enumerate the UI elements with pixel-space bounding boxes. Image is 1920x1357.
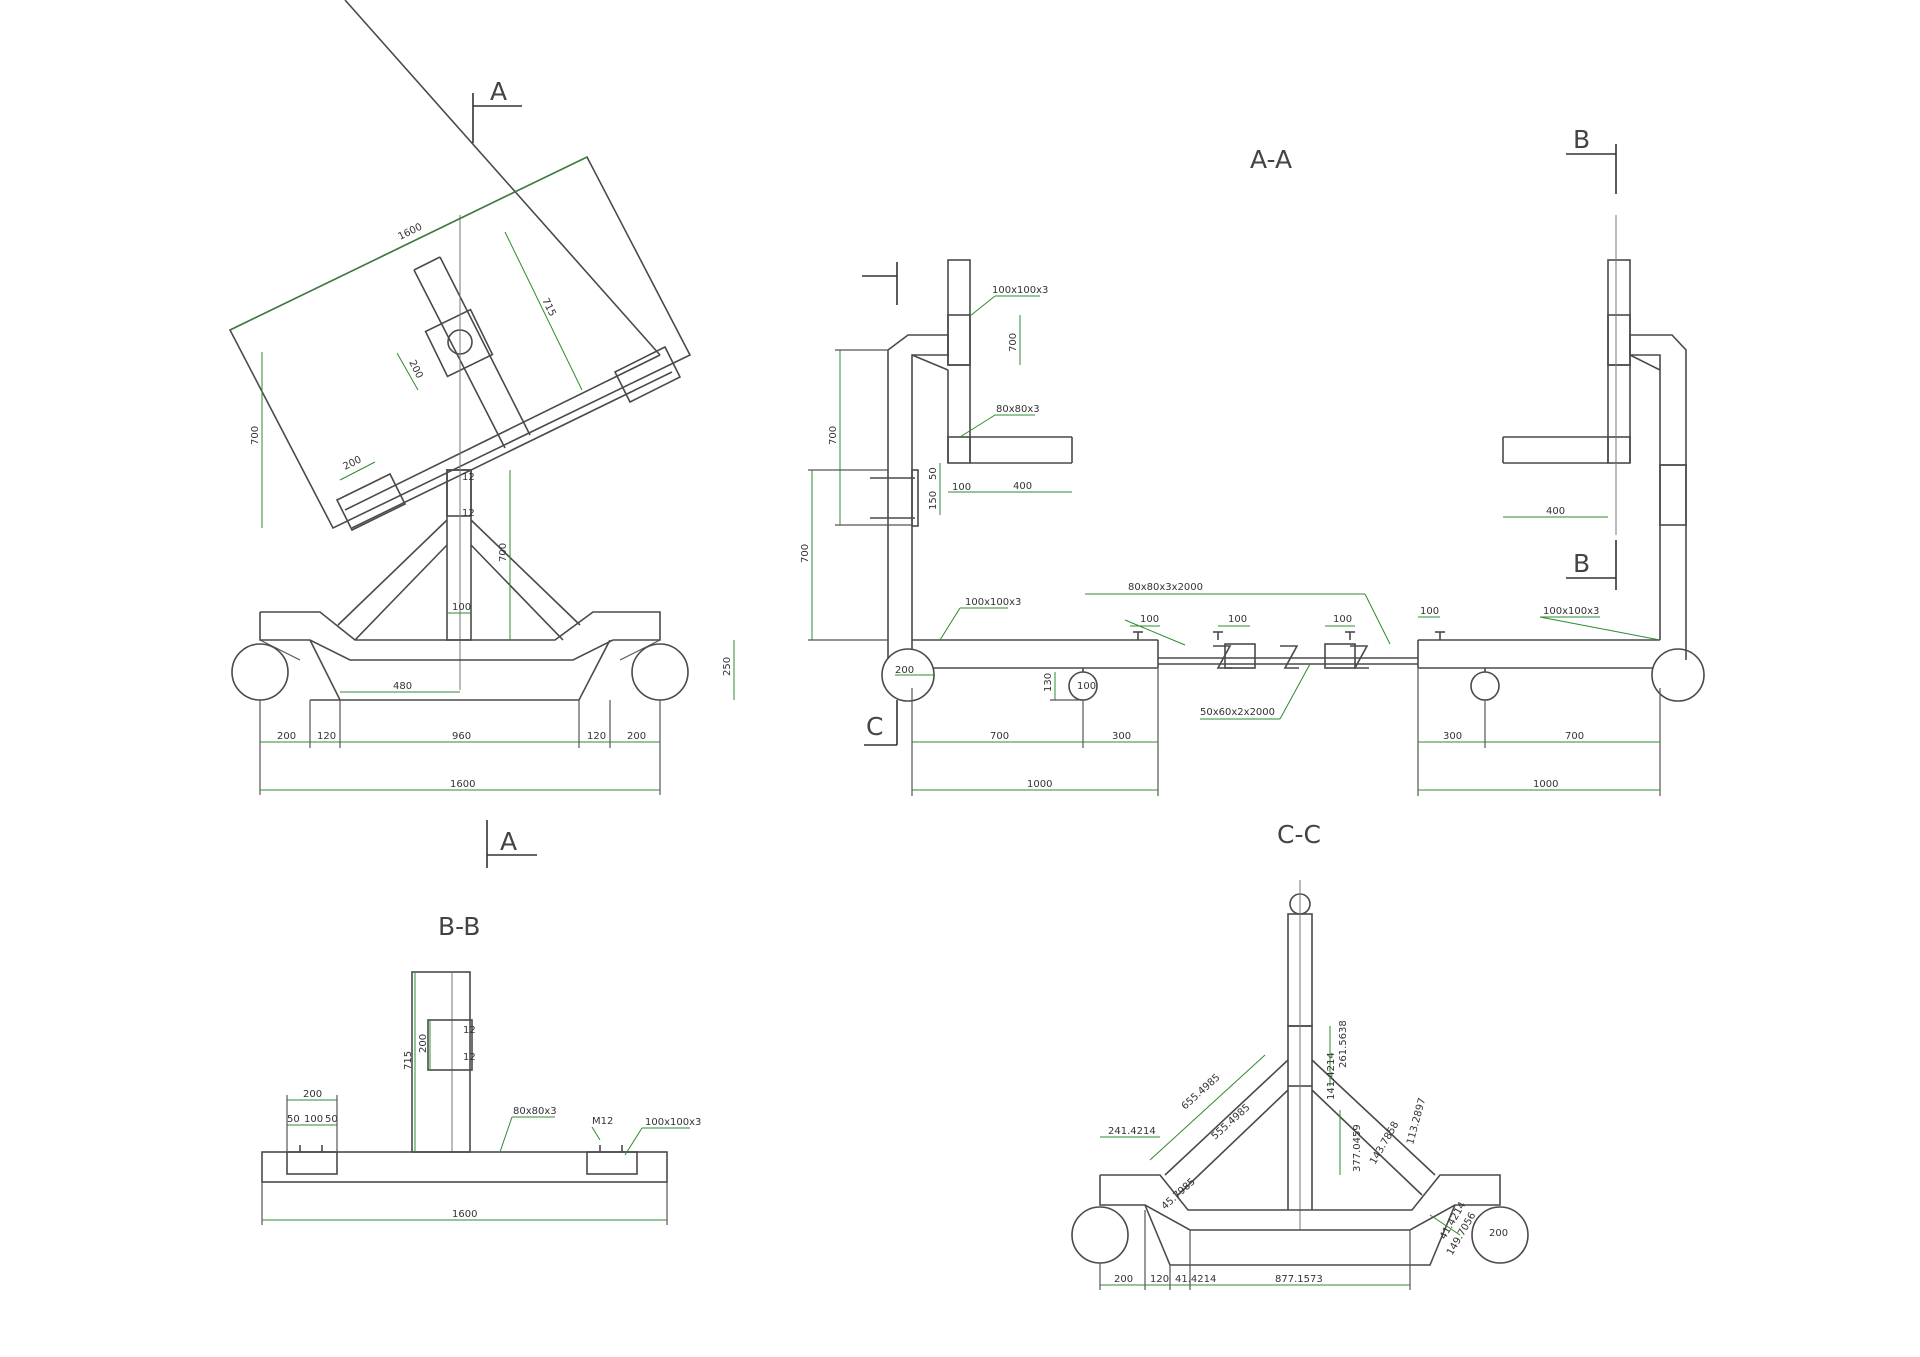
aa-dim-c-p1: 100 — [1140, 614, 1159, 625]
side-right-wheel — [631, 643, 689, 701]
aa-dim-r-b1: 300 — [1443, 731, 1462, 742]
cc-dim-h5: 113.2897 — [1405, 1097, 1428, 1146]
cc-dim-b1: 200 — [1114, 1274, 1133, 1285]
aa-label-base-tube: 100x100x3 — [965, 597, 1021, 608]
aa-dim-caster: 130 — [1043, 673, 1054, 692]
section-label-a-top: A — [490, 77, 507, 106]
cc-dim-wheel: 200 — [1489, 1228, 1508, 1239]
aa-dim-h2: 700 — [800, 544, 811, 563]
side-dim-post-h: 700 — [498, 543, 509, 562]
side-dim-b5: 200 — [627, 731, 646, 742]
aa-label-top-tube: 100x100x3 — [992, 285, 1048, 296]
bb-label-base-tube: 100x100x3 — [645, 1117, 701, 1128]
aa-dim-s2: 150 — [928, 491, 939, 510]
section-label-b-top: B — [1573, 125, 1590, 154]
aa-dim-r-total: 1000 — [1533, 779, 1558, 790]
aa-dim-c-p3: 100 — [1333, 614, 1352, 625]
aa-dim-b1: 700 — [990, 731, 1009, 742]
cc-dim-b2: 120 — [1150, 1274, 1169, 1285]
cc-dim-brace-a: 655.4985 — [1180, 1072, 1223, 1112]
side-dim-b1: 200 — [277, 731, 296, 742]
aa-dim-top-h: 700 — [1008, 333, 1019, 352]
bb-dim-gap-a: 12 — [463, 1025, 476, 1036]
section-marker-b-mid: B — [1566, 540, 1617, 590]
view-title-bb: B-B — [438, 912, 480, 941]
aa-dim-wheel: 200 — [895, 665, 914, 676]
aa-dim-caster-d: 100 — [1077, 681, 1096, 692]
aa-right-caster — [1470, 671, 1500, 701]
aa-dim-r-p1: 100 — [1420, 606, 1439, 617]
bb-label-post-tube: 80x80x3 — [513, 1106, 557, 1117]
bb-label-bolt: M12 — [592, 1116, 613, 1127]
bb-dim-total: 1600 — [452, 1209, 477, 1220]
bb-dim-sleeve: 200 — [418, 1034, 429, 1053]
cc-dim-b4: 877.1573 — [1275, 1274, 1323, 1285]
side-view: 1600 715 200 200 700 12 12 700 100 250 4… — [228, 0, 735, 795]
aa-dim-h1: 700 — [828, 426, 839, 445]
aa-dim-s3: 100 — [952, 482, 971, 493]
side-dim-gap-a: 12 — [462, 472, 475, 483]
side-dim-gap-b: 12 — [462, 508, 475, 519]
section-marker-c: C — [862, 262, 898, 746]
aa-right-wheel — [1651, 648, 1705, 702]
aa-label-r-base-tube: 100x100x3 — [1543, 606, 1599, 617]
aa-label-inner-tube: 50x60x2x2000 — [1200, 707, 1275, 718]
aa-dim-b2: 300 — [1112, 731, 1131, 742]
view-title-aa: A-A — [1250, 145, 1292, 174]
cc-dim-b3: 41.4214 — [1175, 1274, 1216, 1285]
bb-view: 715 200 12 12 200 50 100 50 80x80x3 M12 … — [261, 971, 701, 1225]
side-dim-b2: 120 — [317, 731, 336, 742]
cc-dim-h1: 261.5638 — [1338, 1020, 1349, 1068]
aa-label-arm-tube: 80x80x3 — [996, 404, 1040, 415]
aa-dim-c-p2: 100 — [1228, 614, 1247, 625]
aa-dim-s1: 50 — [928, 467, 939, 480]
aa-dim-total: 1000 — [1027, 779, 1052, 790]
bb-dim-p2: 100 — [304, 1114, 323, 1125]
side-dim-b4: 120 — [587, 731, 606, 742]
section-label-c: C — [866, 712, 883, 741]
section-label-b-mid: B — [1573, 549, 1590, 578]
aa-view: 100x100x3 700 80x80x3 700 700 50 150 100… — [800, 215, 1705, 796]
aa-dim-r-b2: 700 — [1565, 731, 1584, 742]
section-marker-a-bottom: A — [486, 820, 537, 868]
side-dim-total: 1600 — [450, 779, 475, 790]
view-title-cc: C-C — [1277, 820, 1321, 849]
aa-dim-arm-w: 400 — [1013, 481, 1032, 492]
cc-dim-h2: 141.4214 — [1326, 1052, 1337, 1100]
cc-view: 241.4214 655.4985 555.4985 45.7985 261.5… — [1071, 880, 1529, 1290]
side-dim-wheel-h: 250 — [722, 657, 733, 676]
cc-dim-h3: 377.0459 — [1352, 1124, 1363, 1172]
cc-left-wheel — [1071, 1206, 1129, 1264]
side-dim-plate-len: 1600 — [396, 222, 424, 243]
bb-dim-gap-b: 12 — [463, 1052, 476, 1063]
cc-dim-brace-b: 555.4985 — [1210, 1102, 1253, 1142]
side-dim-height-left: 700 — [250, 426, 261, 445]
side-dim-post-w: 100 — [452, 602, 471, 613]
side-left-wheel — [231, 643, 289, 701]
bb-dim-plate: 200 — [303, 1089, 322, 1100]
bb-dim-post-h: 715 — [403, 1051, 414, 1070]
side-dim-center: 480 — [393, 681, 412, 692]
section-marker-a-top: A — [472, 77, 522, 143]
aa-dim-r-arm-w: 400 — [1546, 506, 1565, 517]
bb-dim-p3: 50 — [325, 1114, 338, 1125]
section-marker-b-top: B — [1566, 125, 1617, 194]
side-dim-sleeve: 200 — [406, 358, 424, 380]
cc-dim-top-w: 241.4214 — [1108, 1126, 1156, 1137]
side-dim-b3: 960 — [452, 731, 471, 742]
section-label-a-bottom: A — [500, 827, 517, 856]
cc-right-wheel — [1471, 1206, 1529, 1264]
aa-label-center-tube: 80x80x3x2000 — [1128, 582, 1203, 593]
bb-dim-p1: 50 — [287, 1114, 300, 1125]
